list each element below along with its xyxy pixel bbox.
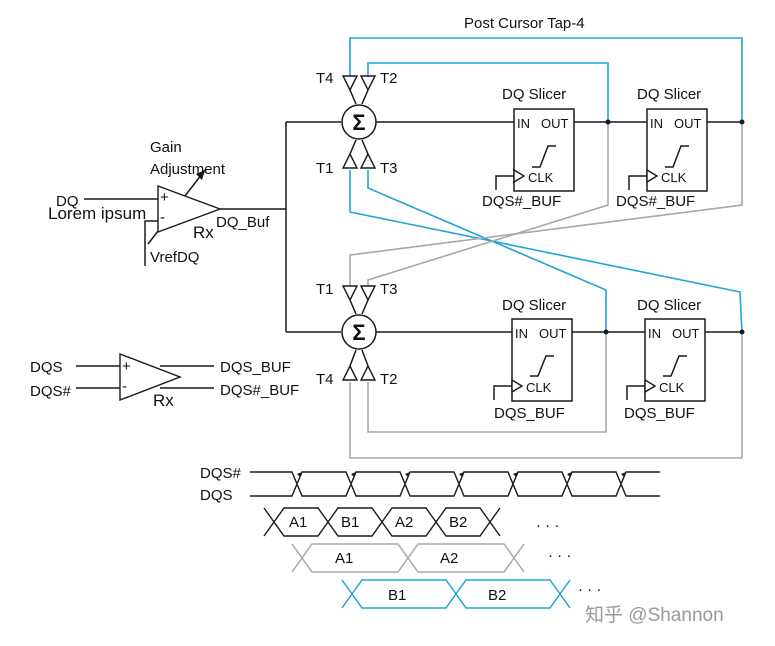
gain-label-1: Gain <box>150 139 182 156</box>
eye-row1-item-2: B1 <box>341 514 359 531</box>
gain-arrowhead <box>196 170 205 180</box>
dqs-buf-out-label: DQS_BUF <box>220 359 291 376</box>
dq-rx-plus: + <box>160 189 169 206</box>
lower-slicer2-title: DQ Slicer <box>637 297 701 314</box>
eye-row3-item-1: B1 <box>388 587 406 604</box>
wave-dqs-n-label: DQS# <box>200 465 242 482</box>
eye-row3-dots: · · · <box>578 581 601 598</box>
upper-slicer1-out: OUT <box>541 116 569 131</box>
upper-slicer2-in: IN <box>650 116 663 131</box>
dqs-input-label: DQS <box>30 359 63 376</box>
upper-t3-label: T3 <box>380 160 398 177</box>
dqs-rx-label: Rx <box>153 391 174 410</box>
eye-row1-item-4: B2 <box>449 514 467 531</box>
upper-slicer2-out: OUT <box>674 116 702 131</box>
upper-t1-tap <box>341 152 359 169</box>
lower-gray-inner-loop <box>367 332 607 433</box>
upper-slicer2-title: DQ Slicer <box>637 86 701 103</box>
watermark: 知乎 @Shannon <box>585 604 724 626</box>
eye-row1-item-1: A1 <box>289 514 307 531</box>
upper-t1-label: T1 <box>316 160 334 177</box>
eye-row2-item-1: A1 <box>335 550 353 567</box>
dq-input-label: DQ <box>56 193 79 210</box>
post-cursor-title: Post Cursor Tap-4 <box>464 15 585 32</box>
lower-node-2 <box>739 329 745 335</box>
vrefdq-label: VrefDQ <box>150 249 199 266</box>
upper-t4-label: T4 <box>316 70 334 87</box>
lower-t2-tap <box>359 364 377 381</box>
upper-blue-inner-loop <box>367 62 609 120</box>
upper-slicer1-in: IN <box>517 116 530 131</box>
eye-row1-dots: · · · <box>536 517 559 534</box>
vrefdq-wire <box>144 220 158 266</box>
upper-t3-tap <box>359 152 377 169</box>
upper-t2-label: T2 <box>380 70 398 87</box>
upper-t4-tap <box>341 75 359 92</box>
lower-slicer1-clk-src: DQS_BUF <box>494 405 565 422</box>
lower-t3-tap <box>359 285 377 302</box>
lower-t1-label: T1 <box>316 281 334 298</box>
eye-row1 <box>263 507 501 537</box>
upper-slicer2-clk-src: DQS#_BUF <box>616 193 695 210</box>
upper-sigma: Σ <box>352 110 365 135</box>
upper-slicer2 <box>646 108 708 192</box>
upper-slicer1 <box>513 108 575 192</box>
dq-buf-label: DQ_Buf <box>216 214 270 231</box>
lower-slicer2-clk: CLK <box>659 380 685 395</box>
eye-row2-dots: · · · <box>548 547 571 564</box>
upper-slicer1-clk: CLK <box>528 170 554 185</box>
eye-row1-item-3: A2 <box>395 514 413 531</box>
upper-node-2 <box>739 119 745 125</box>
dqs-rx-minus: - <box>122 378 127 395</box>
dqs-n-buf-out-label: DQS#_BUF <box>220 382 299 399</box>
upper-gray-cross-a <box>367 120 609 286</box>
upper-t2-tap <box>359 75 377 92</box>
eye-row3 <box>341 579 571 609</box>
upper-slicer1-clk-src: DQS#_BUF <box>482 193 561 210</box>
lower-slicer2-clk-src: DQS_BUF <box>624 405 695 422</box>
dqs-n-input-label: DQS# <box>30 383 72 400</box>
lower-t4-tap <box>341 364 359 381</box>
upper-node-1 <box>605 119 611 125</box>
lorem-overlay: Lorem ipsum <box>48 204 146 223</box>
eye-row3-item-2: B2 <box>488 587 506 604</box>
dq-rx-minus: - <box>160 209 165 226</box>
upper-t1-blue-cross <box>349 170 743 333</box>
lower-slicer2 <box>644 318 706 402</box>
dqs-waveform <box>250 471 660 497</box>
lower-sigma: Σ <box>352 320 365 345</box>
lower-t1-tap <box>341 285 359 302</box>
upper-slicer2-curve <box>665 145 689 168</box>
lower-gray-outer-loop <box>349 332 743 459</box>
lower-t3-label: T3 <box>380 281 398 298</box>
lower-node-1 <box>603 329 609 335</box>
gain-label-2: Adjustment <box>150 161 226 178</box>
upper-slicer2-clk: CLK <box>661 170 687 185</box>
wave-dqs-label: DQS <box>200 487 233 504</box>
lower-t4-label: T4 <box>316 371 334 388</box>
dq-receiver-triangle <box>157 184 223 234</box>
upper-blue-outer-loop <box>349 37 743 120</box>
lower-slicer2-curve <box>663 355 687 377</box>
dqs-edge-arrows <box>297 472 626 477</box>
lower-slicer1-clk: CLK <box>526 380 552 395</box>
lower-slicer1 <box>511 318 573 402</box>
dqs-rx-plus: + <box>122 358 131 375</box>
eye-row2 <box>291 543 525 573</box>
lower-t2-label: T2 <box>380 371 398 388</box>
upper-gray-cross-b <box>349 120 743 286</box>
lower-slicer1-in: IN <box>515 326 528 341</box>
lower-slicer2-out: OUT <box>672 326 700 341</box>
dq-rx-label: Rx <box>193 223 214 242</box>
lower-slicer2-in: IN <box>648 326 661 341</box>
upper-slicer1-curve <box>532 145 556 168</box>
lower-slicer1-curve <box>530 355 554 377</box>
lower-slicer1-title: DQ Slicer <box>502 297 566 314</box>
upper-t3-blue-cross <box>367 170 607 332</box>
lower-slicer1-out: OUT <box>539 326 567 341</box>
dqs-receiver-triangle <box>119 352 182 402</box>
upper-slicer1-title: DQ Slicer <box>502 86 566 103</box>
eye-row2-item-2: A2 <box>440 550 458 567</box>
